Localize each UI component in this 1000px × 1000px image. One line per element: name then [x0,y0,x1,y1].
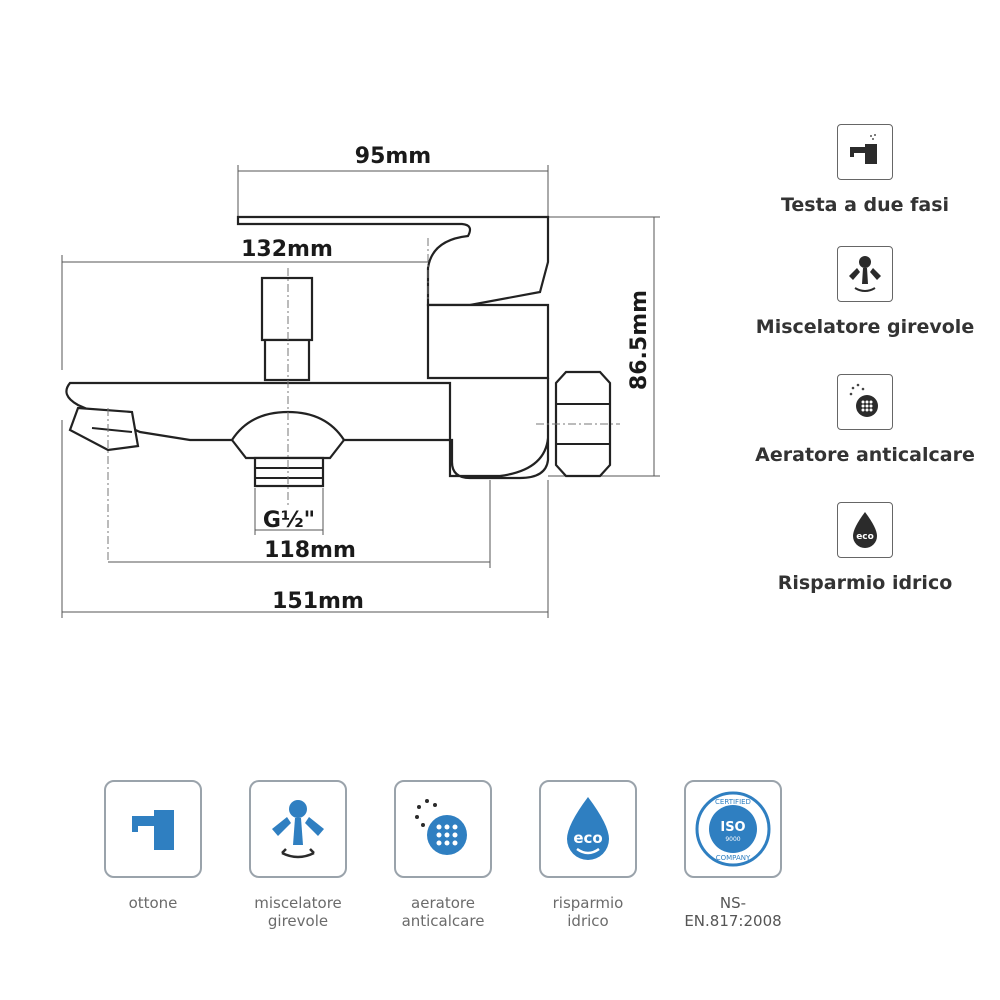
feature-two-phase-head: Testa a due fasi [740,124,990,216]
eco-text: eco [573,829,602,847]
eco-text: eco [856,532,874,542]
seal-main-text: ISO [720,820,745,835]
dimension-86-5mm: 86.5mm [548,216,660,477]
dimension-95mm: 95mm [237,144,549,225]
faucet-icon [837,124,893,180]
feature-label: Aeratore anticalcare [755,444,975,466]
iso-seal-icon: CERTIFIED COMPANY ISO 9000 [684,780,782,878]
faucet-drawing [65,215,620,560]
feature-label: Risparmio idrico [777,572,953,594]
dimension-label-86-5mm: 86.5mm [627,290,652,390]
dimension-label-118mm: 118mm [264,538,356,563]
dimension-thread: G½" [254,488,324,535]
badge-iso-certified: CERTIFIED COMPANY ISO 9000 NS-EN.817:200… [683,780,783,930]
eco-drop-icon: eco [539,780,637,878]
feature-swivel-mixer: Miscelatore girevole [740,246,990,338]
swivel-mixer-icon [837,246,893,302]
badge-brass: ottone [103,780,203,912]
dimension-label-132mm: 132mm [241,237,333,262]
faucet-icon [104,780,202,878]
dimension-118mm: 118mm [108,480,491,568]
seal-sub-text: 9000 [725,836,740,843]
badge-label: ottone [128,894,178,912]
seal-top-text: CERTIFIED [715,798,751,806]
technical-drawing: 95mm 132mm 86.5mm [61,144,660,618]
aerator-icon [837,374,893,430]
feature-water-saving: eco Risparmio idrico [740,502,990,594]
aerator-icon [394,780,492,878]
badge-label: NS-EN.817:2008 [684,894,782,930]
dimension-label-151mm: 151mm [272,589,364,614]
dimension-132mm: 132mm [61,237,491,370]
dimension-label-95mm: 95mm [355,144,431,169]
feature-label: Miscelatore girevole [755,316,975,338]
feature-anti-limescale-aerator: Aeratore anticalcare [740,374,990,466]
dimension-151mm: 151mm [61,420,549,618]
eco-drop-icon: eco [837,502,893,558]
seal-bottom-text: COMPANY [716,854,751,862]
swivel-mixer-icon [249,780,347,878]
feature-label: Testa a due fasi [780,194,950,216]
dimension-label-thread: G½" [263,508,315,533]
